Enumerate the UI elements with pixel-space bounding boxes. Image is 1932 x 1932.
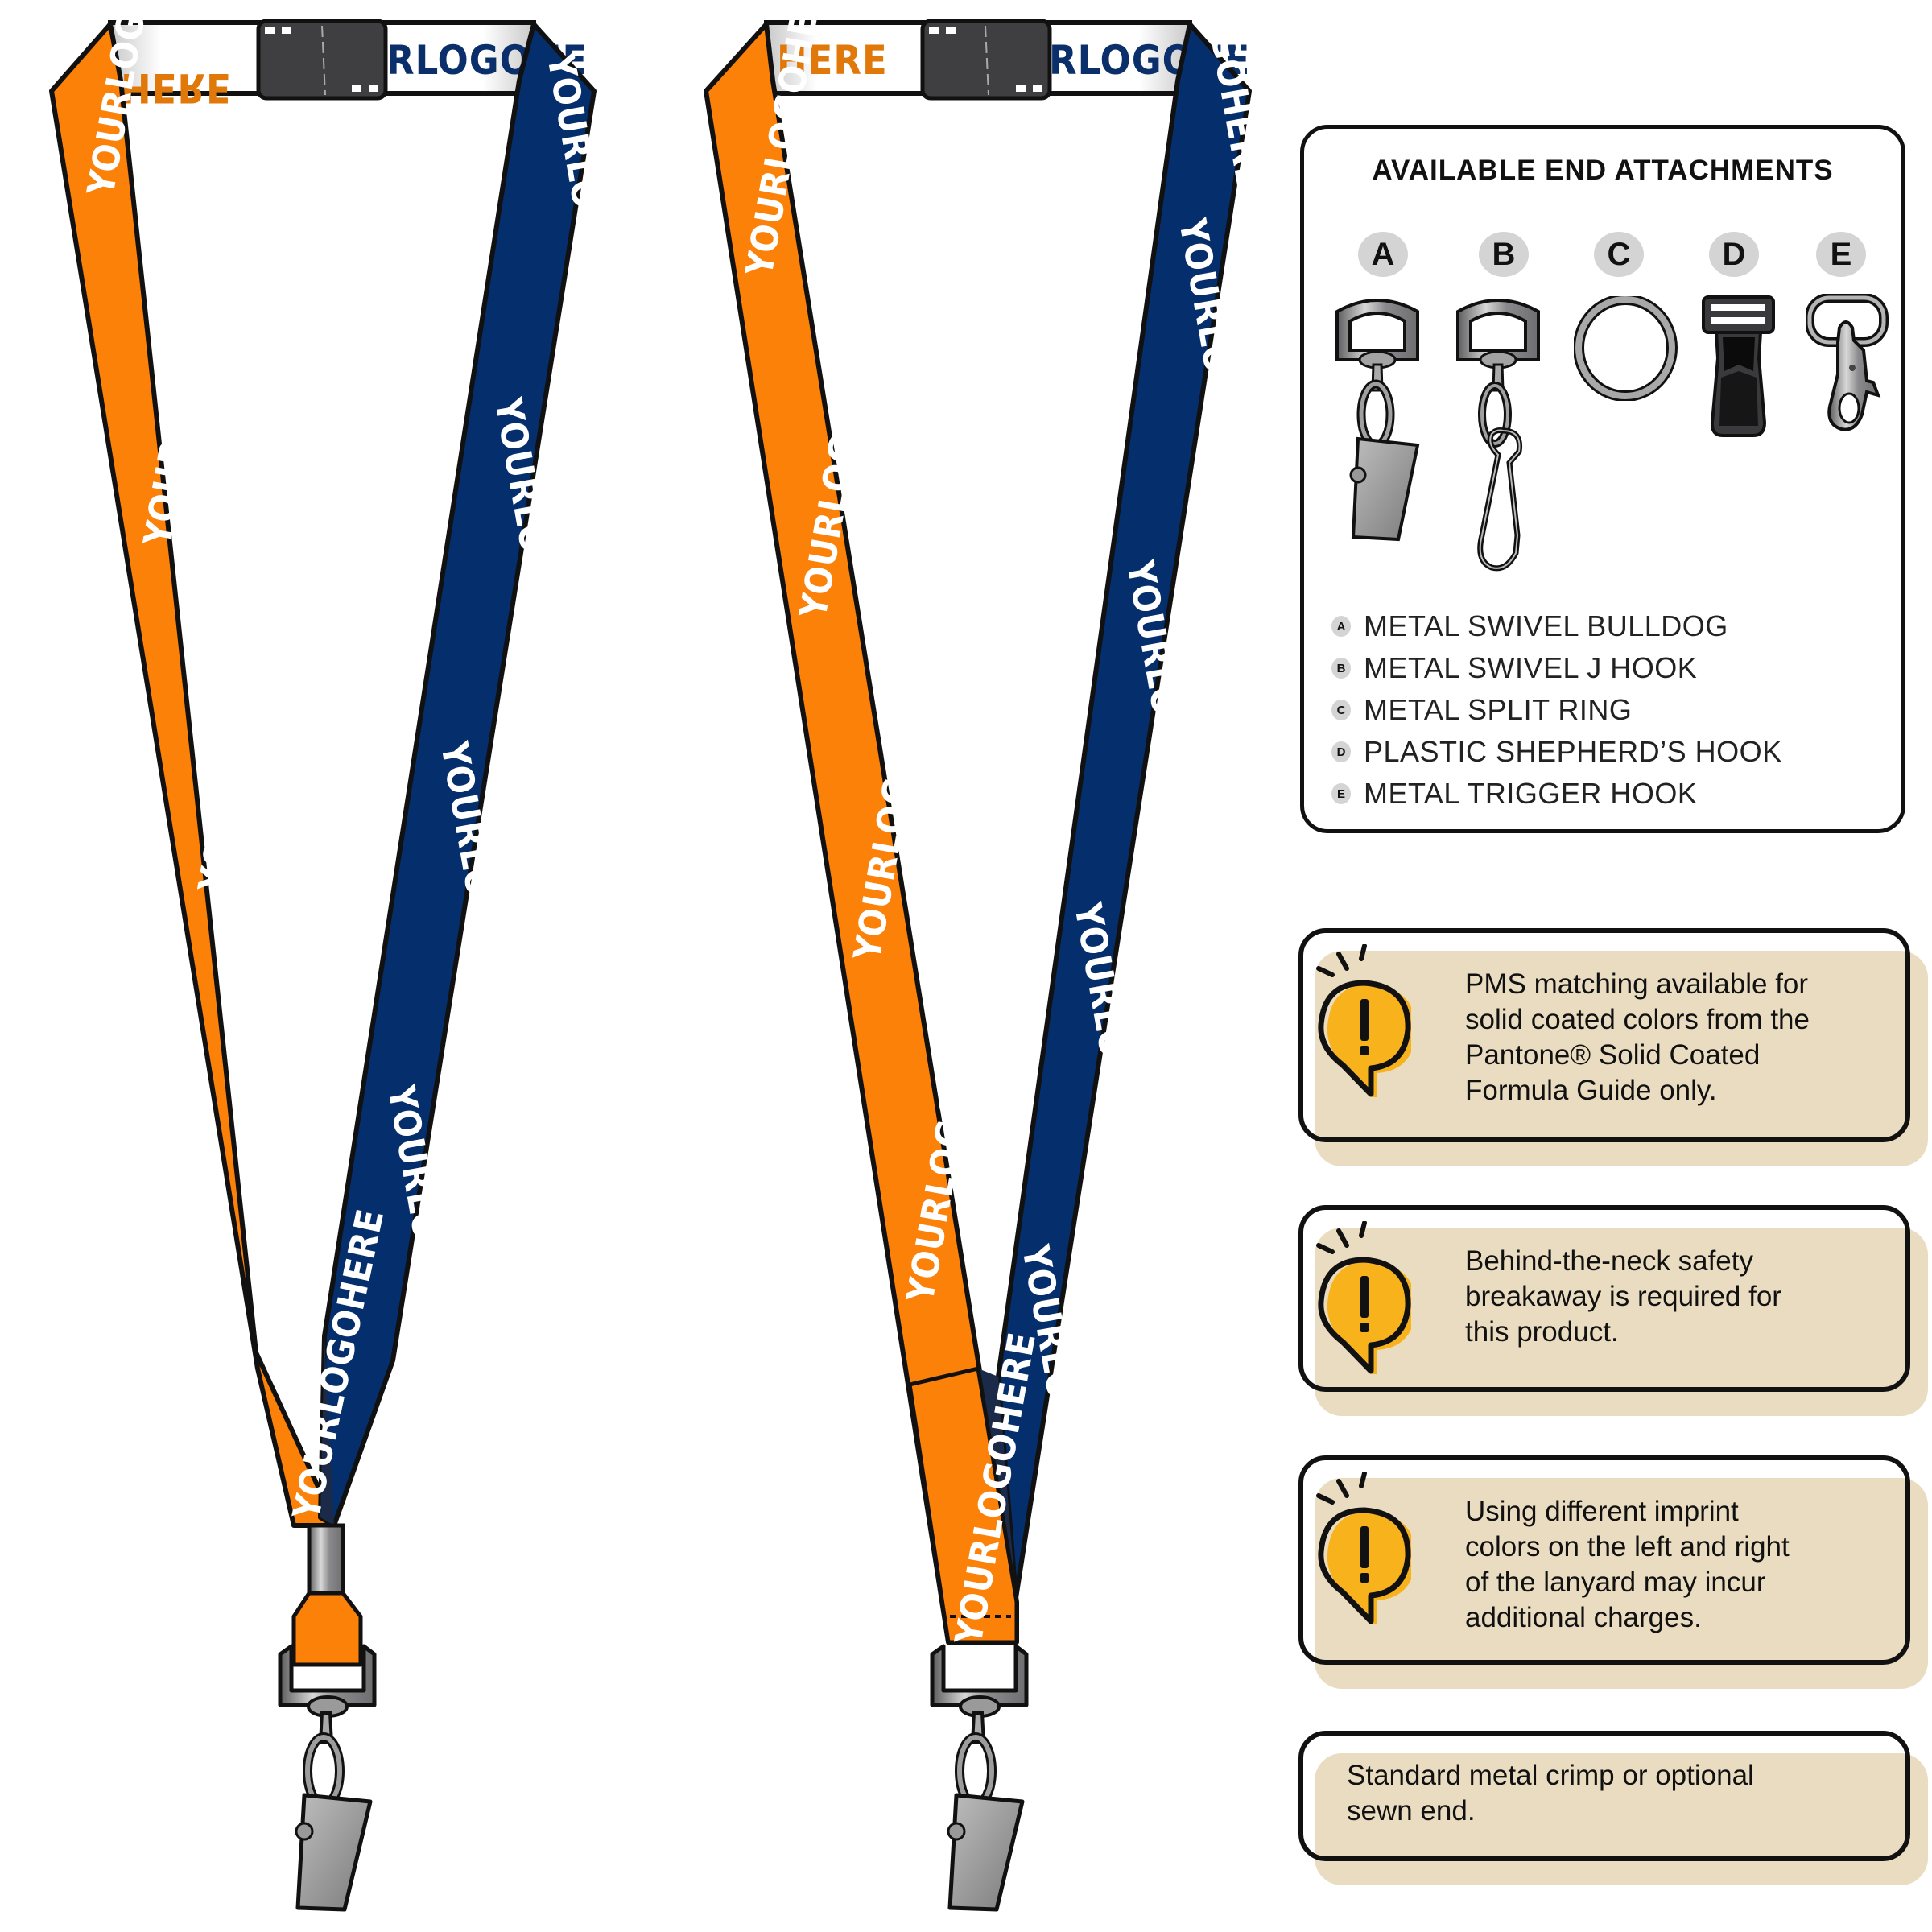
attachment-label: PLASTIC SHEPHERD’S HOOK: [1364, 735, 1782, 768]
imprint-group-orange-right: YOURLOGOHERE YOURLOGOHERE YOURLOGOHERE Y…: [737, 0, 1044, 1649]
attachment-item-b: B METAL SWIVEL J HOOK: [1331, 647, 1782, 689]
trigger-hook-icon: [1806, 294, 1889, 431]
letter-badge: C: [1331, 700, 1351, 720]
end-attachments-panel: AVAILABLE END ATTACHMENTS A B C D E: [1300, 125, 1905, 833]
svg-text:YOURLOGOHERE: YOURLOGOHERE: [189, 576, 287, 895]
j-hook-icon: [1456, 299, 1540, 572]
neck-imprint-left: HERE: [777, 37, 888, 84]
attachment-item-e: E METAL TRIGGER HOOK: [1331, 773, 1782, 815]
badge-e: E: [1816, 232, 1866, 277]
badge-b: B: [1479, 232, 1529, 277]
notice-end-style: Standard metal crimp or optional sewn en…: [1298, 1731, 1928, 1885]
badge-c: C: [1594, 232, 1644, 277]
bulldog-clip-left: [278, 1644, 377, 1912]
notice-pms-matching: PMS matching available for solid coated …: [1298, 928, 1928, 1166]
metal-crimp: [307, 1523, 345, 1596]
attachment-label: METAL TRIGGER HOOK: [1364, 777, 1698, 810]
notice-text: Behind-the-neck safety breakaway is requ…: [1465, 1245, 1781, 1348]
bulldog-clip-icon: [1335, 299, 1420, 542]
attachments-title: AVAILABLE END ATTACHMENTS: [1372, 155, 1834, 186]
warning-bubble-icon: [1316, 944, 1411, 1097]
attachment-label: METAL SWIVEL BULLDOG: [1364, 609, 1728, 642]
letter-badge: B: [1331, 658, 1351, 679]
svg-text:YOURLOGOHERE: YOURLOGOHERE: [243, 922, 341, 1241]
notice-text: PMS matching available for solid coated …: [1465, 968, 1810, 1106]
attachment-label: METAL SWIVEL J HOOK: [1364, 651, 1698, 684]
attachment-item-a: A METAL SWIVEL BULLDOG: [1331, 605, 1782, 647]
lanyard-illustrations: HERE RLOGOHE YOURLOGOHERE YOURLOGOHERE Y…: [49, 0, 1273, 1912]
neck-imprint-left: HERE: [121, 64, 232, 111]
letter-badge: D: [1331, 741, 1351, 762]
warning-bubble-icon: [1316, 1221, 1411, 1374]
letter-badge: A: [1331, 616, 1351, 637]
shepherds-hook-icon: [1702, 295, 1775, 437]
warning-bubble-icon: [1316, 1472, 1411, 1624]
badge-a: A: [1358, 232, 1408, 277]
notice-imprint-colors: Using different imprint colors on the le…: [1298, 1455, 1928, 1689]
lanyard-right: HERE RLOGOHE YOURLOGOHERE YOURLOGOHERE Y…: [704, 0, 1273, 1912]
attachment-label: METAL SPLIT RING: [1364, 693, 1633, 726]
attachment-item-c: C METAL SPLIT RING: [1331, 689, 1782, 731]
bulldog-clip-right: [930, 1644, 1029, 1912]
attachment-item-d: D PLASTIC SHEPHERD’S HOOK: [1331, 731, 1782, 773]
attachments-list: A METAL SWIVEL BULLDOG B METAL SWIVEL J …: [1331, 605, 1782, 815]
breakaway-buckle-left: [256, 19, 388, 101]
lanyard-left: HERE RLOGOHE YOURLOGOHERE YOURLOGOHERE Y…: [49, 0, 637, 1912]
notice-text: Standard metal crimp or optional sewn en…: [1347, 1760, 1754, 1827]
badge-d: D: [1709, 232, 1759, 277]
letter-badge: E: [1331, 783, 1351, 804]
notice-text: Using different imprint colors on the le…: [1465, 1496, 1790, 1633]
split-ring-icon: [1574, 296, 1678, 401]
notice-breakaway: Behind-the-neck safety breakaway is requ…: [1298, 1205, 1928, 1416]
